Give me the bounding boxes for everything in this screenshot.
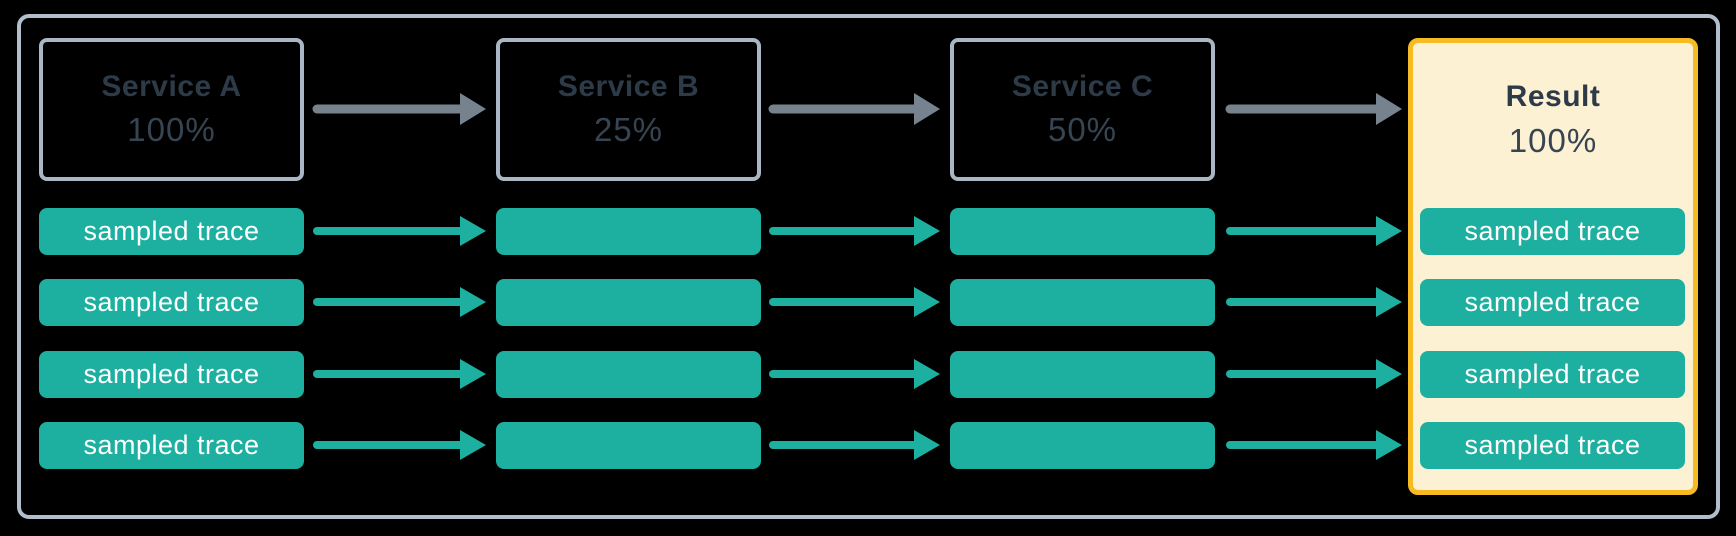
service-c-percent: 50% <box>1047 111 1118 148</box>
sampled-trace-pill: sampled trace <box>1420 351 1685 398</box>
service-b-box: Service B 25% <box>496 38 761 181</box>
arrows-a-to-b <box>312 93 486 460</box>
service-b-title: Service B <box>557 70 700 103</box>
service-a-box: Service A 100% <box>39 38 304 181</box>
sampled-trace-pill: sampled trace <box>1420 422 1685 469</box>
arrow-right-icon <box>313 430 486 460</box>
arrow-right-icon <box>769 216 940 246</box>
trace-pill <box>950 351 1215 398</box>
trace-pill <box>496 351 761 398</box>
service-a-title: Service A <box>101 70 242 103</box>
arrow-right-icon <box>769 287 940 317</box>
sampled-trace-pill: sampled trace <box>1420 279 1685 326</box>
trace-pill <box>496 279 761 326</box>
result-percent: 100% <box>1508 122 1598 159</box>
arrow-right-icon <box>312 93 486 125</box>
service-c-title: Service C <box>1011 70 1154 103</box>
trace-pill <box>496 422 761 469</box>
trace-pill <box>950 422 1215 469</box>
arrow-right-icon <box>313 359 486 389</box>
arrow-right-icon <box>313 287 486 317</box>
sampled-trace-pill: sampled trace <box>39 422 304 469</box>
service-a-percent: 100% <box>127 111 216 148</box>
arrows-b-to-c <box>768 93 940 460</box>
trace-pill <box>950 208 1215 255</box>
result-head: Result 100% <box>1413 43 1693 183</box>
service-c-box: Service C 50% <box>950 38 1215 181</box>
sampled-trace-pill: sampled trace <box>1420 208 1685 255</box>
arrow-right-icon <box>768 93 940 125</box>
sampled-trace-pill: sampled trace <box>39 208 304 255</box>
arrow-right-icon <box>1226 430 1402 460</box>
service-b-percent: 25% <box>593 111 664 148</box>
outer-frame <box>17 14 1720 519</box>
arrow-right-icon <box>769 430 940 460</box>
arrow-right-icon <box>1226 359 1402 389</box>
result-box: Result 100% sampled trace sampled trace … <box>1408 38 1698 495</box>
trace-pill <box>950 279 1215 326</box>
trace-pill <box>496 208 761 255</box>
arrow-right-icon <box>313 216 486 246</box>
result-title: Result <box>1505 80 1601 113</box>
arrow-right-icon <box>1225 93 1402 125</box>
arrow-right-icon <box>1226 287 1402 317</box>
arrows-c-to-result <box>1225 93 1402 460</box>
sampled-trace-pill: sampled trace <box>39 279 304 326</box>
arrow-right-icon <box>1226 216 1402 246</box>
sampled-trace-pill: sampled trace <box>39 351 304 398</box>
arrow-right-icon <box>769 359 940 389</box>
